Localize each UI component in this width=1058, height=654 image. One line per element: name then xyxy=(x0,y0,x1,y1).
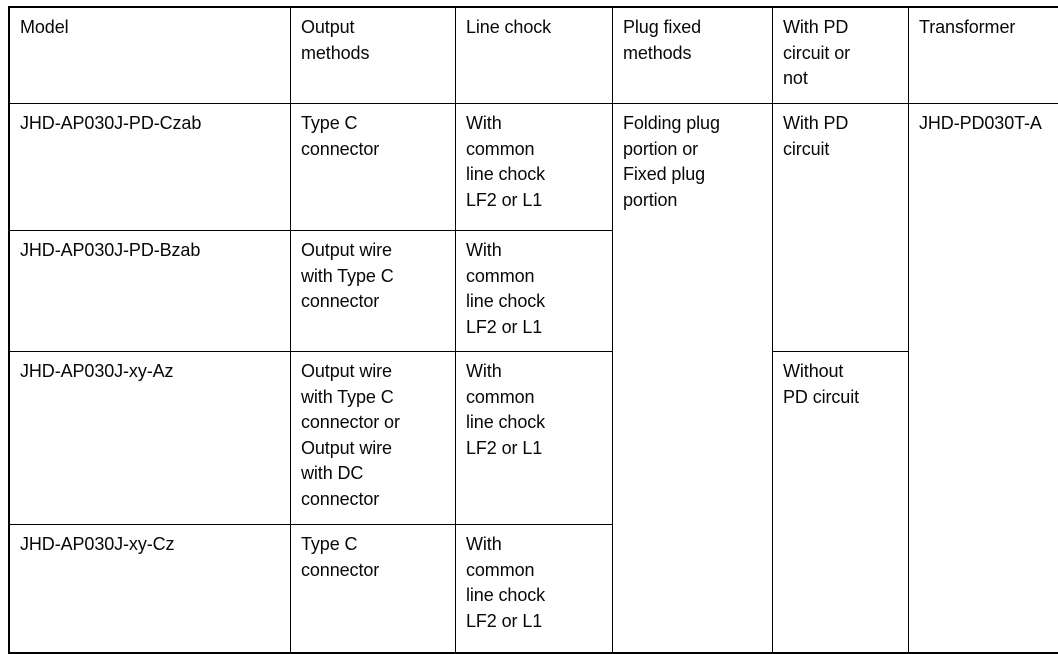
cell-output-methods-value: Type C connector xyxy=(301,532,455,583)
cell-model-value: JHD-AP030J-PD-Bzab xyxy=(20,238,290,264)
cell-pd-circuit-with-value: With PD circuit xyxy=(783,111,908,162)
column-header-line-chock-label: Line chock xyxy=(466,15,612,41)
cell-output-methods-value: Type C connector xyxy=(301,111,455,162)
cell-plug-fixed-methods-merged: Folding plug portion or Fixed plug porti… xyxy=(613,104,773,654)
cell-line-chock-value: With common line chock LF2 or L1 xyxy=(466,238,612,340)
column-header-transformer-label: Transformer xyxy=(919,15,1058,41)
column-header-model-label: Model xyxy=(20,15,290,41)
cell-line-chock-value: With common line chock LF2 or L1 xyxy=(466,532,612,634)
cell-output-methods: Type C connector xyxy=(291,104,456,231)
column-header-plug-fixed-methods-label: Plug fixed methods xyxy=(623,15,772,66)
table-header-row: Model Output methods Line chock Plug fix… xyxy=(9,7,1058,104)
table-row: JHD-AP030J-PD-Czab Type C connector With… xyxy=(9,104,1058,231)
cell-line-chock: With common line chock LF2 or L1 xyxy=(456,525,613,654)
cell-line-chock: With common line chock LF2 or L1 xyxy=(456,352,613,525)
cell-model-value: JHD-AP030J-xy-Cz xyxy=(20,532,290,558)
cell-plug-fixed-methods-value: Folding plug portion or Fixed plug porti… xyxy=(623,111,772,213)
column-header-line-chock: Line chock xyxy=(456,7,613,104)
column-header-pd-circuit-label: With PD circuit or not xyxy=(783,15,908,92)
cell-output-methods: Output wire with Type C connector or Out… xyxy=(291,352,456,525)
cell-pd-circuit-without: Without PD circuit xyxy=(773,352,909,654)
cell-transformer-merged: JHD-PD030T-A xyxy=(909,104,1058,654)
cell-model-value: JHD-AP030J-PD-Czab xyxy=(20,111,290,137)
cell-output-methods: Output wire with Type C connector xyxy=(291,231,456,352)
column-header-pd-circuit: With PD circuit or not xyxy=(773,7,909,104)
cell-line-chock-value: With common line chock LF2 or L1 xyxy=(466,111,612,213)
cell-model: JHD-AP030J-xy-Cz xyxy=(9,525,291,654)
cell-model-value: JHD-AP030J-xy-Az xyxy=(20,359,290,385)
cell-pd-circuit-without-value: Without PD circuit xyxy=(783,359,908,410)
cell-model: JHD-AP030J-PD-Bzab xyxy=(9,231,291,352)
column-header-model: Model xyxy=(9,7,291,104)
cell-output-methods-value: Output wire with Type C connector xyxy=(301,238,455,315)
column-header-plug-fixed-methods: Plug fixed methods xyxy=(613,7,773,104)
cell-output-methods: Type C connector xyxy=(291,525,456,654)
cell-line-chock: With common line chock LF2 or L1 xyxy=(456,231,613,352)
product-specification-table: Model Output methods Line chock Plug fix… xyxy=(8,6,1058,654)
column-header-output-methods-label: Output methods xyxy=(301,15,455,66)
cell-transformer-value: JHD-PD030T-A xyxy=(919,111,1058,137)
cell-pd-circuit-with: With PD circuit xyxy=(773,104,909,352)
cell-model: JHD-AP030J-PD-Czab xyxy=(9,104,291,231)
column-header-output-methods: Output methods xyxy=(291,7,456,104)
column-header-transformer: Transformer xyxy=(909,7,1058,104)
cell-line-chock-value: With common line chock LF2 or L1 xyxy=(466,359,612,461)
cell-line-chock: With common line chock LF2 or L1 xyxy=(456,104,613,231)
table-row: JHD-AP030J-xy-Az Output wire with Type C… xyxy=(9,352,1058,525)
cell-output-methods-value: Output wire with Type C connector or Out… xyxy=(301,359,455,512)
cell-model: JHD-AP030J-xy-Az xyxy=(9,352,291,525)
